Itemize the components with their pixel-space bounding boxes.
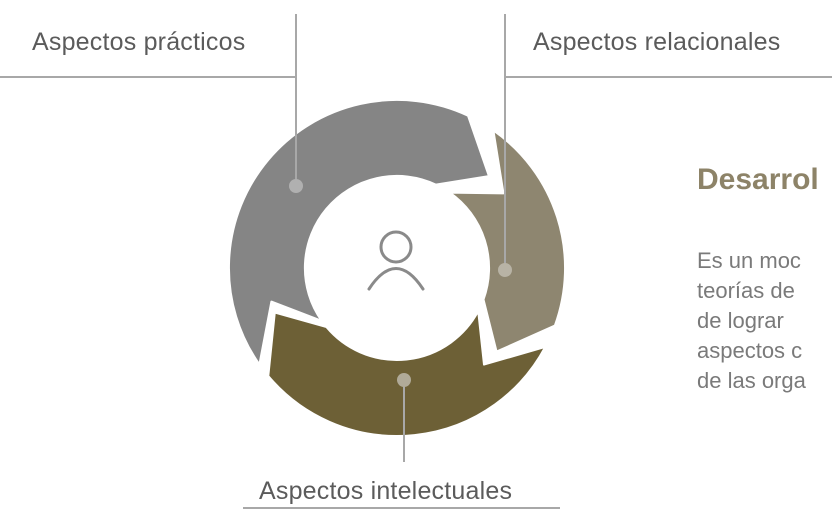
- label-aspectos-relacionales: Aspectos relacionales: [533, 28, 781, 56]
- description-line: Es un moc: [697, 248, 801, 273]
- dot-intelectuales: [397, 373, 411, 387]
- dot-relacionales: [498, 263, 512, 277]
- user-icon: [367, 230, 425, 291]
- segment-relacionales: [448, 129, 566, 353]
- segment-practicos: [228, 98, 490, 366]
- description-line: de lograr: [697, 308, 784, 333]
- description-line: teorías de: [697, 278, 795, 303]
- label-aspectos-practicos: Aspectos prácticos: [32, 28, 246, 56]
- label-aspectos-intelectuales: Aspectos intelectuales: [259, 477, 513, 505]
- description-line: aspectos c: [697, 338, 803, 363]
- description-title: Desarrol: [697, 163, 819, 196]
- description-line: de las orga: [697, 368, 806, 393]
- description-body: Es un moc teorías de de lograr aspectos …: [697, 246, 832, 396]
- dot-practicos: [289, 179, 303, 193]
